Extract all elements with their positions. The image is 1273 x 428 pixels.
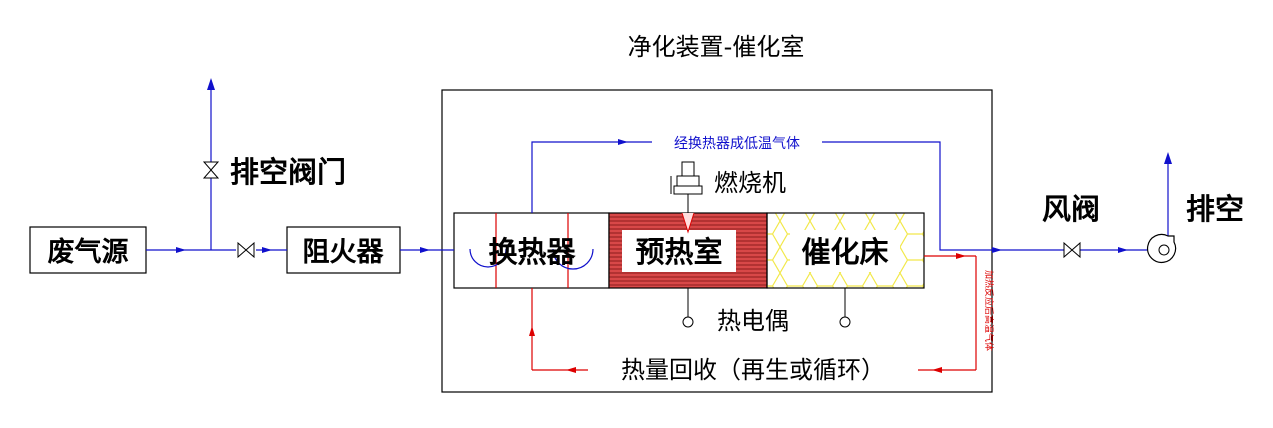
- purification-unit-enclosure: [441, 89, 993, 393]
- thermocouple-label: 热电偶: [717, 307, 789, 335]
- top-flow-label: 经换热器成低温气体: [674, 135, 800, 152]
- catalyst-label-background: [790, 230, 900, 272]
- heat-recovery-label: 热量回收（再生或循环）: [621, 356, 885, 384]
- vent-valve-label: 排空阀门: [230, 155, 346, 189]
- waste-gas-source-label: 废气源: [48, 236, 129, 268]
- preheat-chamber-label: 预热室: [635, 235, 722, 269]
- heat-exchanger-blue-loop-right: [552, 248, 594, 270]
- damper-label: 风阀: [1042, 192, 1100, 226]
- preheat-label-background: [622, 230, 736, 272]
- damper-valve-icon: [1063, 241, 1081, 259]
- flow-arrowheads: [176, 78, 1172, 253]
- burner-icon: [670, 161, 703, 234]
- heat-recovery-arrowheads: [529, 253, 966, 373]
- burner-label: 燃烧机: [714, 169, 786, 197]
- flame-arrester-label: 阻火器: [303, 237, 385, 268]
- vent-valve-icon: [202, 161, 220, 179]
- waste-gas-source-box: [29, 226, 147, 274]
- heat-exchanger-blue-loop-left: [469, 248, 507, 268]
- side-note-label: 加热反应后高温气体: [983, 270, 995, 351]
- exhaust-label: 排空: [1186, 192, 1244, 226]
- exhaust-fan-icon: [1147, 233, 1177, 263]
- heat-exchanger-label: 换热器: [488, 235, 576, 269]
- catalyst-bed-label: 催化床: [801, 235, 888, 269]
- inlet-valve-icon: [237, 241, 255, 259]
- thermocouple-icon: [682, 288, 851, 328]
- diagram-title: 净化装置-催化室: [628, 33, 805, 61]
- flame-arrester-box: [286, 226, 401, 274]
